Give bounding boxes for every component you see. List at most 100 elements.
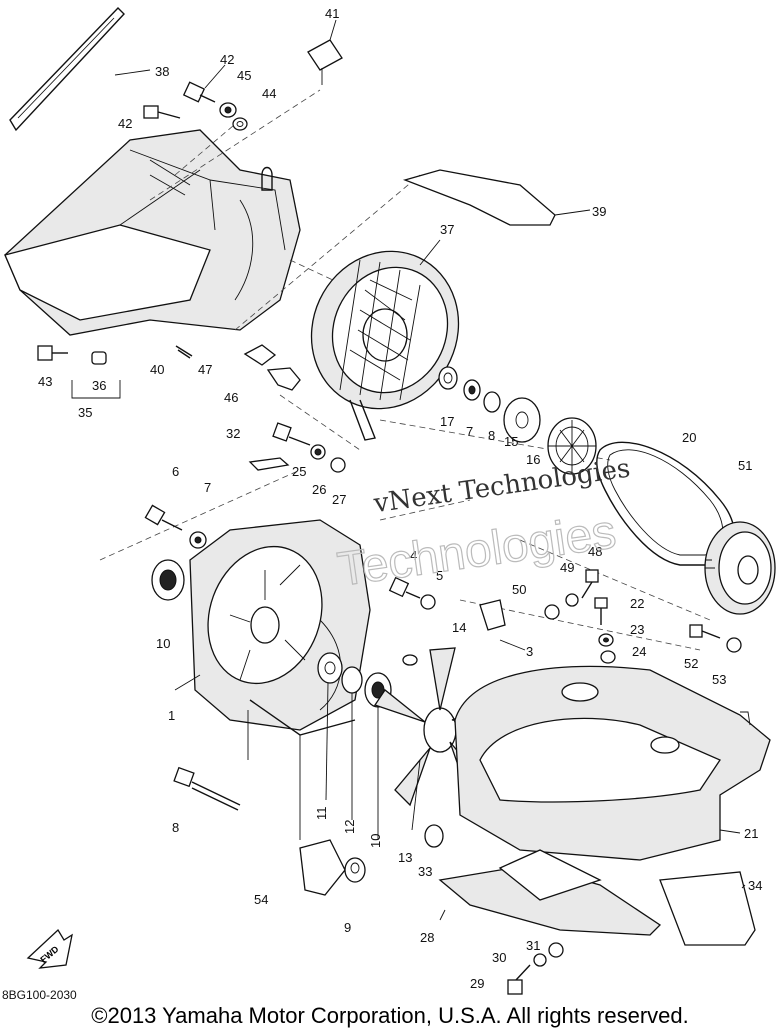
part-label: 17 [440, 414, 454, 429]
grommet-36 [91, 351, 107, 365]
part-label: 39 [592, 204, 606, 219]
part-labels: 38 41 42 45 44 42 39 37 43 36 40 47 46 3… [38, 6, 762, 991]
part-label: 43 [38, 374, 52, 389]
upper-duct-housing-35 [4, 129, 301, 336]
part-label: 9 [344, 920, 351, 935]
part-label: 34 [748, 878, 762, 893]
bolt-4 [388, 576, 421, 599]
part-label: 29 [470, 976, 484, 991]
part-label: 8 [172, 820, 179, 835]
part-label: 8 [488, 428, 495, 443]
washer-7-right [463, 379, 481, 401]
part-label: 51 [738, 458, 752, 473]
washer-30 [533, 953, 547, 967]
part-label: 52 [684, 656, 698, 671]
copyright-notice: ©2013 Yamaha Motor Corporation, U.S.A. A… [91, 1003, 689, 1028]
part-label: 26 [312, 482, 326, 497]
pulley-16 [547, 417, 597, 475]
part-label: 38 [155, 64, 169, 79]
part-label: 40 [150, 362, 164, 377]
washer-49 [565, 593, 579, 607]
bolt-52 [689, 624, 721, 639]
part-label: 35 [78, 405, 92, 420]
part-label: 24 [632, 644, 646, 659]
part-label: 28 [420, 930, 434, 945]
grommet-14 [402, 654, 418, 666]
part-label: 21 [744, 826, 758, 841]
clip-47 [243, 344, 277, 366]
bolt-42-top [182, 64, 226, 103]
part-label: 3 [526, 644, 533, 659]
part-label: 45 [237, 68, 251, 83]
part-label: 42 [118, 116, 132, 131]
pulley-51 [704, 521, 776, 615]
part-label: 48 [588, 544, 602, 559]
sheave-15 [503, 397, 541, 443]
pin-40 [175, 345, 193, 359]
washer-31 [548, 942, 564, 958]
part-label: 30 [492, 950, 506, 965]
washer-53 [726, 637, 742, 653]
part-label: 1 [168, 708, 175, 723]
part-label: 14 [452, 620, 466, 635]
bearing-10-left [151, 559, 185, 601]
washer-23 [598, 633, 614, 647]
bolt-43 [37, 345, 68, 361]
washer-5 [420, 594, 436, 610]
part-label: 31 [526, 938, 540, 953]
washer-45 [219, 102, 237, 118]
part-label: 44 [262, 86, 276, 101]
part-label: 37 [440, 222, 454, 237]
reference-code: 8BG100-2030 [2, 988, 77, 1002]
bolt-8 [173, 766, 241, 811]
bolt-48 [581, 569, 599, 599]
part-label: 32 [226, 426, 240, 441]
part-label: 20 [682, 430, 696, 445]
spacer-12 [341, 666, 363, 820]
cap-41 [307, 19, 343, 85]
part-label: 27 [332, 492, 346, 507]
washer-27 [330, 457, 346, 473]
plate-32 [248, 457, 290, 471]
bolt-25 [272, 422, 311, 446]
part-label: 36 [92, 378, 106, 393]
guard-28 [438, 849, 662, 936]
grommet-33 [424, 824, 444, 848]
spacer-17 [438, 366, 458, 390]
cover-plate-54 [299, 839, 346, 896]
seal-11 [317, 652, 343, 801]
part-label: 12 [342, 820, 357, 834]
washer-8-right [483, 391, 501, 413]
part-label: 7 [204, 480, 211, 495]
part-label: 11 [314, 807, 329, 821]
part-label: 25 [292, 464, 306, 479]
part-label: 46 [224, 390, 238, 405]
part-label: 53 [712, 672, 726, 687]
bracket-46 [266, 367, 301, 391]
part-label: 10 [368, 834, 383, 848]
bolt-22 [594, 597, 608, 625]
part-label: 10 [156, 636, 170, 651]
part-label: 13 [398, 850, 412, 865]
washer-7-left [189, 531, 207, 549]
washer-24 [600, 650, 616, 664]
part-label: 22 [630, 596, 644, 611]
washer-50 [544, 604, 560, 620]
bracket-3 [479, 599, 526, 651]
part-label: 15 [504, 434, 518, 449]
part-label: 47 [198, 362, 212, 377]
part-label: 41 [325, 6, 339, 21]
gasket-38 [9, 7, 151, 132]
part-label: 6 [172, 464, 179, 479]
plate-34 [659, 871, 756, 946]
lower-cover-21 [454, 665, 771, 861]
washer-44 [232, 117, 248, 131]
nut-9 [344, 857, 366, 883]
bolt-29 [507, 964, 531, 995]
part-label: 4 [410, 548, 417, 563]
part-label: 5 [436, 568, 443, 583]
part-label: 33 [418, 864, 432, 879]
bolt-6 [144, 504, 183, 531]
fwd-arrow-icon: FWD [26, 928, 73, 969]
